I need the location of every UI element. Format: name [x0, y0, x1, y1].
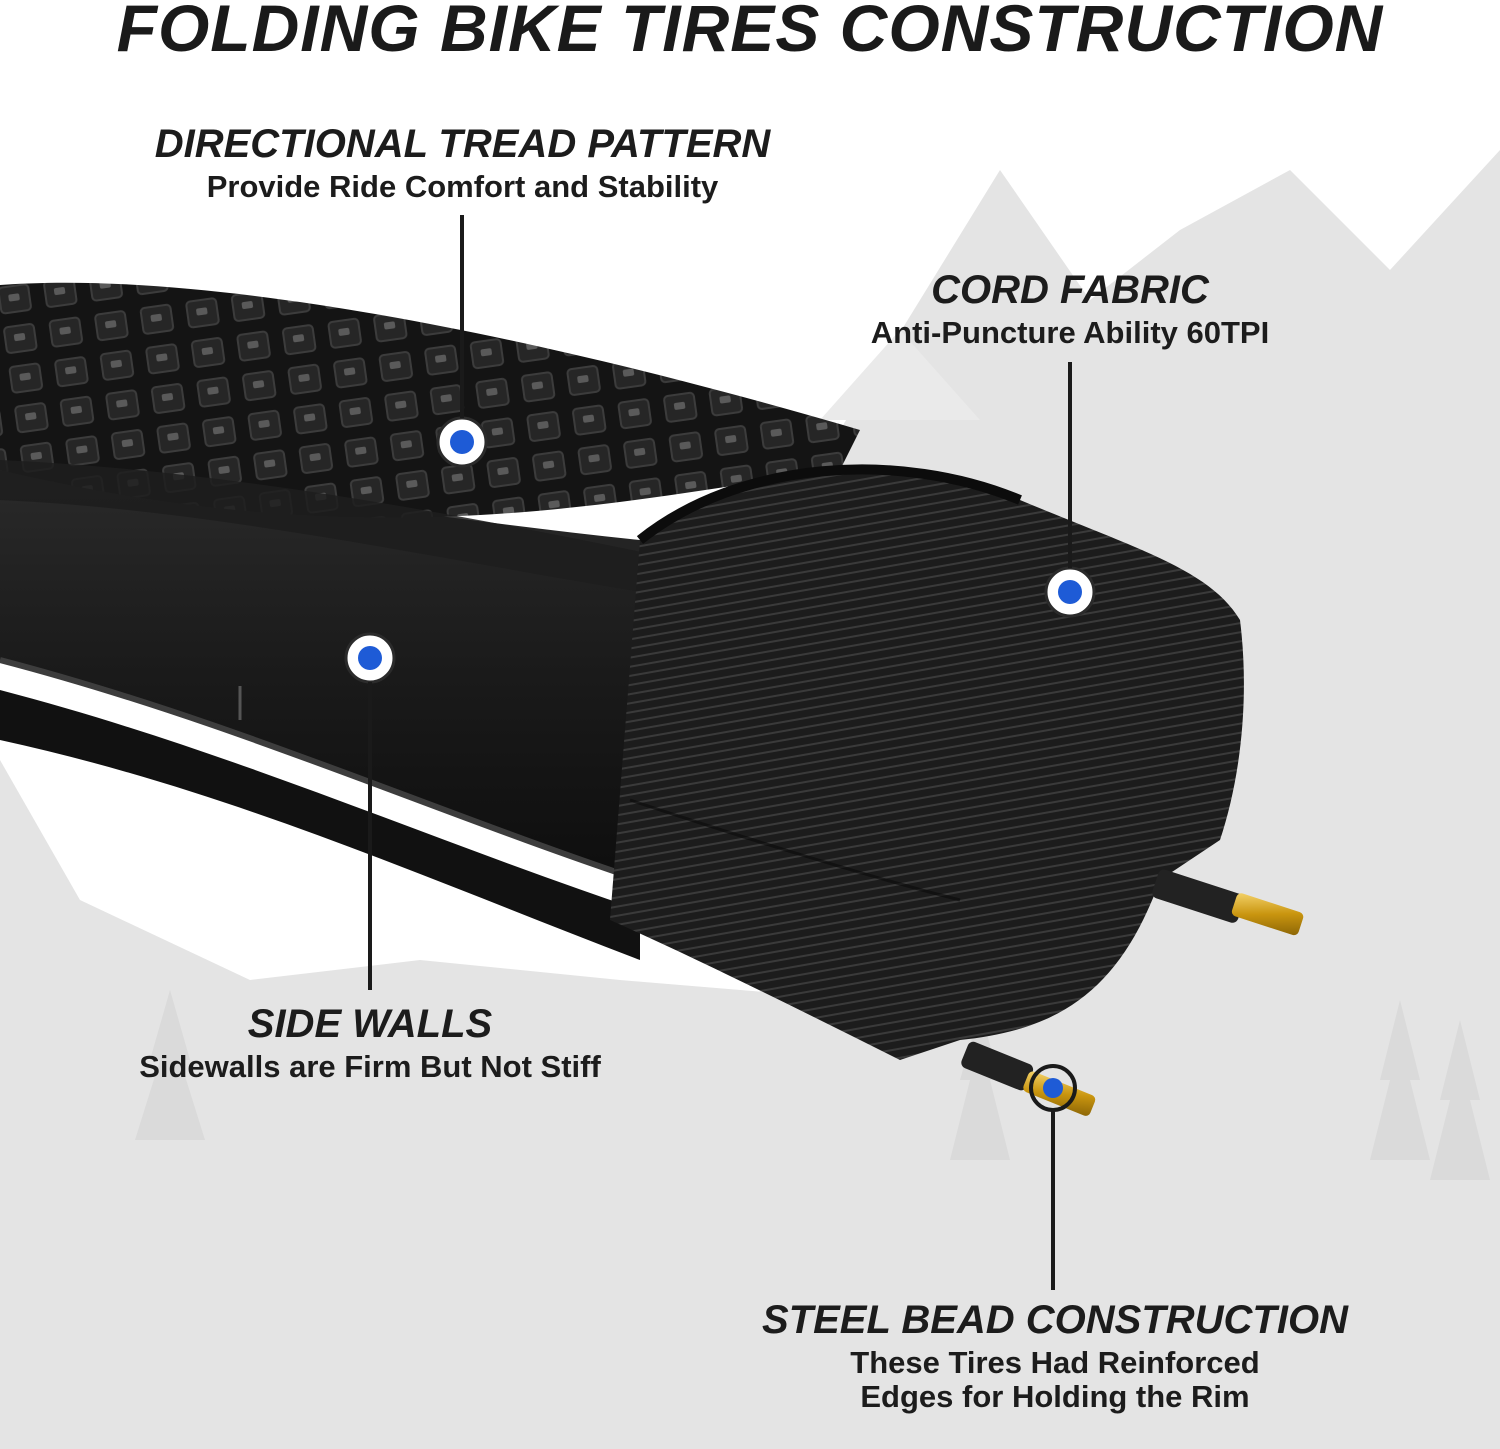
tread-callout: DIRECTIONAL TREAD PATTERN Provide Ride C… — [100, 122, 825, 204]
tread-marker — [436, 416, 488, 468]
tire-tread — [0, 282, 860, 518]
page-title: FOLDING BIKE TIRES CONSTRUCTION — [116, 0, 1384, 65]
cord-fabric — [610, 469, 1244, 1061]
cord-callout: CORD FABRIC Anti-Puncture Ability 60TPI — [820, 268, 1320, 350]
sidewall-description: Sidewalls are Firm But Not Stiff — [139, 1049, 601, 1084]
cord-heading: CORD FABRIC — [931, 268, 1209, 312]
bead-description-line1: These Tires Had Reinforced — [850, 1345, 1260, 1380]
sidewall-heading: SIDE WALLS — [247, 1002, 493, 1046]
tire-sidewall — [0, 470, 640, 880]
bead-heading: STEEL BEAD CONSTRUCTION — [762, 1298, 1348, 1342]
tread-description: Provide Ride Comfort and Stability — [206, 169, 719, 204]
bead-callout: STEEL BEAD CONSTRUCTION These Tires Had … — [720, 1298, 1390, 1414]
sidewall-callout: SIDE WALLS Sidewalls are Firm But Not St… — [90, 1002, 650, 1084]
tire-rim-line — [0, 657, 641, 883]
cord-marker — [1044, 566, 1096, 618]
sidewall-marker — [344, 632, 396, 684]
bead-description-line2: Edges for Holding the Rim — [860, 1379, 1250, 1414]
bead-wire-upper — [1152, 869, 1304, 936]
tree-silhouettes — [135, 990, 1490, 1180]
cord-description: Anti-Puncture Ability 60TPI — [870, 315, 1270, 350]
tread-heading: DIRECTIONAL TREAD PATTERN — [154, 122, 771, 166]
